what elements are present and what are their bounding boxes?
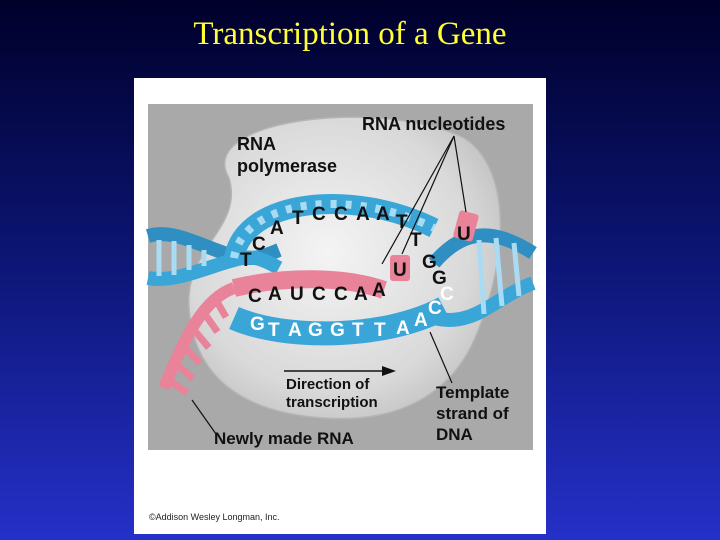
copyright-notice: ©Addison Wesley Longman, Inc. (149, 512, 280, 522)
template-pointer (429, 331, 453, 384)
label-template-1: Template (436, 383, 509, 402)
rna-base-0: C (248, 286, 262, 307)
top-base-8: T (396, 212, 408, 233)
template-base-9: C (428, 298, 442, 319)
template-base-5: T (352, 320, 364, 341)
label-template-3: DNA (436, 425, 473, 444)
top-base-3: T (292, 208, 304, 229)
transcription-diagram: T C A T C C A A T T G G U U C A U C C A … (145, 104, 537, 450)
top-base-1: C (252, 234, 266, 255)
top-base-4: C (312, 204, 326, 225)
top-strand-bases: T C A T C C A A T T G G (240, 204, 447, 289)
template-base-10: C (440, 284, 454, 305)
label-direction-1: Direction of (286, 376, 370, 393)
newly-made-rna (158, 282, 237, 391)
template-base-1: T (268, 320, 280, 341)
rna-base-4: C (334, 284, 348, 305)
top-base-0: T (240, 250, 252, 271)
dna-template-strand (229, 297, 450, 346)
template-base-6: T (374, 320, 386, 341)
rna-base-5: A (354, 284, 368, 305)
incoming-base-2: U (393, 260, 407, 281)
label-rna-polymerase-2: polymerase (237, 156, 337, 176)
template-base-7: A (396, 318, 410, 339)
template-base-8: A (414, 310, 428, 331)
slide-title: Transcription of a Gene (193, 16, 507, 52)
dna-top-strand (224, 194, 439, 261)
rna-tail-teeth (167, 296, 230, 396)
top-base-7: A (376, 204, 390, 225)
top-base-6: A (356, 204, 370, 225)
incoming-nucleotide-2 (390, 255, 410, 281)
rna-strand (231, 270, 387, 299)
template-base-2: A (288, 320, 302, 341)
label-rna-nucleotides: RNA nucleotides (362, 114, 505, 134)
rna-base-3: C (312, 284, 326, 305)
label-newly-made-rna: Newly made RNA (214, 429, 354, 448)
template-base-0: G (250, 314, 265, 335)
incoming-base-1: U (457, 224, 471, 245)
rna-base-2: U (290, 284, 304, 305)
top-base-11: G (432, 268, 447, 289)
label-template-2: strand of (436, 404, 509, 423)
rna-base-6: A (372, 280, 386, 301)
figure-panel: T C A T C C A A T T G G U U C A U C C A … (134, 78, 546, 534)
top-base-10: G (422, 252, 437, 273)
incoming-nucleotide-1 (453, 210, 479, 242)
top-base-9: T (410, 230, 422, 251)
template-strand-bases: G T A G G T T A A C C (250, 284, 454, 341)
template-base-4: G (330, 320, 345, 341)
top-base-5: C (334, 204, 348, 225)
rna-base-1: A (268, 284, 282, 305)
rna-strand-bases: C A U C C A A (248, 280, 386, 307)
direction-arrow (284, 366, 396, 376)
rna-nucleotides-pointers (381, 135, 467, 265)
rna-polymerase-blob (188, 116, 502, 420)
label-direction-2: transcription (286, 394, 378, 411)
label-rna-polymerase-1: RNA (237, 134, 276, 154)
template-base-3: G (308, 320, 323, 341)
rna-pointer (191, 399, 217, 435)
top-base-2: A (270, 218, 284, 239)
